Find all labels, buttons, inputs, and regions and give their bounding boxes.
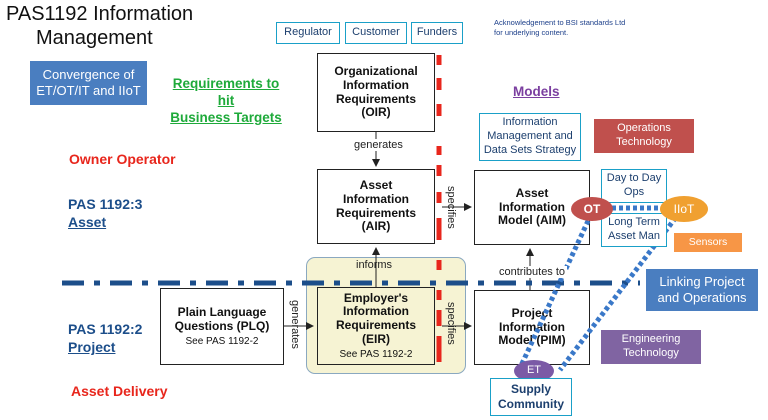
regulator-box: Regulator	[276, 22, 340, 44]
long-term-line1: Long Term	[608, 216, 660, 229]
operations-technology-box: Operations Technology	[594, 119, 694, 153]
engineering-technology-box: Engineering Technology	[601, 330, 701, 364]
sensors-label: Sensors	[688, 235, 728, 248]
pas-project-line2: Project	[68, 339, 116, 356]
aim-line2: Information	[499, 199, 565, 214]
plq-subnote: See PAS 1192-2	[185, 335, 259, 347]
air-line2: Information	[343, 191, 409, 206]
specifies-label-1: specifies	[445, 186, 457, 229]
air-line3: Requirements	[335, 205, 417, 220]
convergence-line2: ET/OT/IT and IIoT	[36, 83, 141, 98]
day-ops-line1: Day to Day	[606, 172, 662, 185]
sensors-box: Sensors	[674, 233, 742, 252]
page-title: PAS1192 Information Management	[6, 2, 193, 50]
funders-box: Funders	[411, 22, 463, 44]
oir-line3: Requirements	[335, 91, 417, 106]
eng-tech-line2: Technology	[623, 347, 679, 359]
pas-asset-label: PAS 1192:3 Asset	[68, 195, 142, 231]
requirements-line2: Business Targets	[170, 109, 282, 125]
day-ops-line2: Ops	[623, 186, 645, 198]
specifies-label-2: specifies	[445, 302, 457, 345]
eir-subnote: See PAS 1192-2	[339, 348, 413, 360]
ot-label: OT	[583, 201, 601, 216]
air-line4: (AIR)	[361, 219, 391, 234]
eir-line3: Requirements	[335, 318, 417, 333]
eir-line1: Employer's	[343, 290, 409, 305]
pas-project-label: PAS 1192:2 Project	[68, 320, 142, 356]
aim-box: Asset Information Model (AIM)	[474, 170, 590, 245]
ack-line2: for underlying content.	[494, 27, 569, 37]
linking-line1: Linking Project	[659, 273, 745, 289]
acknowledgement: Acknowledgement to BSI standards Ltd for…	[494, 18, 625, 38]
plq-line1: Plain Language	[177, 304, 267, 319]
info-mgmt-line3: Data Sets Strategy	[483, 143, 577, 156]
linking-line2: and Operations	[657, 290, 747, 305]
convergence-line1: Convergence of	[42, 66, 135, 82]
pas-asset-line2: Asset	[68, 214, 107, 231]
iiot-label: IIoT	[673, 201, 695, 216]
long-term-box: Long Term Asset Man	[601, 213, 667, 247]
requirements-line1: Requirements to hit	[172, 76, 280, 108]
long-term-line2: Asset Man	[608, 230, 660, 242]
aim-line3: Model (AIM)	[498, 213, 566, 228]
ack-line1: Acknowledgement to BSI standards Ltd	[494, 18, 626, 27]
iiot-ellipse: IIoT	[660, 196, 708, 222]
ot-ellipse: OT	[571, 197, 613, 221]
models-heading: Models	[513, 84, 560, 99]
air-line1: Asset	[359, 177, 393, 192]
supply-line2: Community	[498, 397, 564, 411]
info-mgmt-line2: Management and	[487, 130, 573, 143]
plq-box: Plain Language Questions (PLQ) See PAS 1…	[160, 288, 284, 365]
generates-vertical-label: generates	[289, 300, 301, 349]
eng-tech-line1: Engineering	[621, 333, 681, 346]
eir-line2: Information	[343, 304, 409, 319]
info-management-box: Information Management and Data Sets Str…	[479, 113, 581, 161]
supply-line1: Supply	[510, 382, 551, 396]
ops-tech-line2: Technology	[616, 136, 672, 148]
generates-label: generates	[352, 139, 405, 151]
pas-asset-line1: PAS 1192:3	[68, 196, 143, 212]
linking-box: Linking Project and Operations	[646, 269, 758, 311]
plq-line2: Questions (PLQ)	[174, 318, 270, 333]
et-ellipse: ET	[514, 360, 554, 382]
day-ops-box: Day to Day Ops	[601, 169, 667, 203]
eir-box: Employer's Information Requirements (EIR…	[317, 287, 435, 365]
pim-line2: Information	[499, 319, 565, 334]
oir-line1: Organizational	[334, 63, 418, 78]
customer-box: Customer	[345, 22, 407, 44]
aim-line1: Asset	[515, 185, 549, 200]
supply-community-box: Supply Community	[490, 378, 572, 416]
eir-line4: (EIR)	[362, 332, 390, 347]
requirements-heading: Requirements to hit Business Targets	[170, 76, 282, 127]
informs-label: informs	[356, 259, 393, 271]
regulator-label: Regulator	[284, 26, 332, 39]
air-box: Asset Information Requirements (AIR)	[317, 169, 435, 244]
contributes-label: contributes to	[497, 266, 568, 278]
customer-label: Customer	[352, 26, 400, 39]
pas-project-line1: PAS 1192:2	[68, 321, 143, 337]
ops-tech-line1: Operations	[617, 122, 671, 135]
oir-box: Organizational Information Requirements …	[317, 53, 435, 132]
convergence-box: Convergence of ET/OT/IT and IIoT	[30, 61, 147, 105]
pim-line3: Model (PIM)	[498, 333, 566, 348]
oir-line2: Information	[343, 77, 409, 92]
asset-delivery-label: Asset Delivery	[71, 383, 168, 399]
oir-line4: (OIR)	[361, 105, 391, 120]
et-label: ET	[526, 364, 542, 377]
funders-label: Funders	[416, 26, 458, 39]
iiot-et-link	[558, 210, 682, 372]
title-line2: Management	[36, 27, 153, 49]
owner-operator-label: Owner Operator	[69, 151, 176, 167]
title-line1: PAS1192 Information	[6, 3, 194, 25]
info-mgmt-line1: Information	[502, 116, 558, 129]
ot-et-link	[517, 206, 597, 370]
